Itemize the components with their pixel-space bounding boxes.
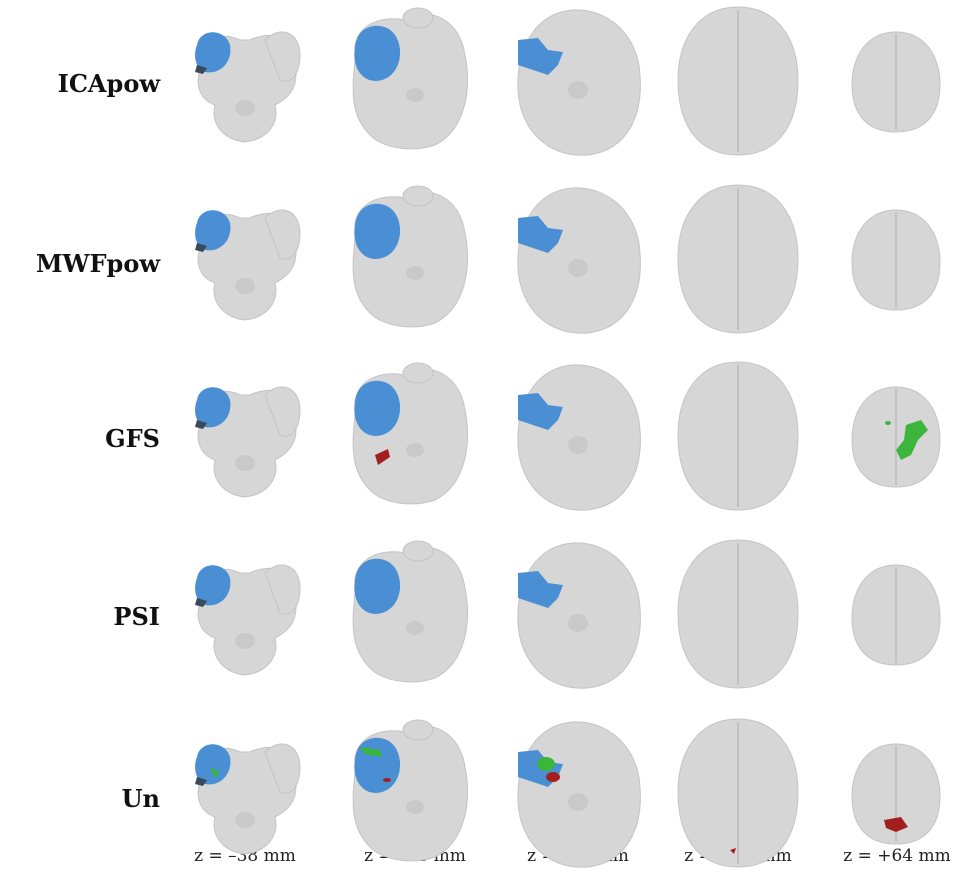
blue-region [354,380,401,436]
frontal-pole [402,719,434,741]
slice-row2-col5 [851,209,941,311]
slice-row2-col1 [195,209,301,321]
midbrain [568,259,588,277]
blue-region [195,210,231,251]
slice-row4-col4 [677,539,799,689]
col-label-z-minus-38: z = –38 mm [194,846,296,866]
red-region [383,778,391,782]
blue-region [518,571,563,608]
frontal-pole [402,185,434,207]
brain-lobe [264,564,301,615]
dark-region [195,65,207,74]
slice-row3-col4 [677,361,799,511]
brainstem [235,812,255,828]
dark-region [195,777,207,786]
blue-region [354,737,401,793]
green-region [885,421,891,425]
row-label-mwfpow: MWFpow [35,249,160,278]
slice-row5-col4 [677,718,799,868]
red-region [546,772,560,782]
green-region [896,420,928,460]
red-region [730,848,736,854]
slice-row3-col3 [517,364,641,511]
midbrain [568,436,588,454]
midbrain [568,81,588,99]
slice-row2-col2 [352,185,468,328]
brainstem [406,800,424,814]
row-label-psi: PSI [113,602,160,631]
slice-row4-col5 [851,564,941,666]
slice-row4-col3 [517,542,641,689]
green-region [210,767,220,778]
slice-row2-col4 [677,184,799,334]
frontal-pole [402,362,434,384]
slice-row1-col3 [517,9,641,156]
slice-row5-col2 [352,719,468,862]
blue-region [518,38,563,75]
row-label-gfs: GFS [105,424,160,453]
brain-lobe [264,386,301,437]
slice-row4-col2 [352,540,468,683]
blue-region [195,387,231,428]
slice-row1-col2 [352,7,468,150]
brain-lobe [264,209,301,260]
slice-row4-col1 [195,564,301,676]
slice-row3-col1 [195,386,301,498]
frontal-pole [402,540,434,562]
blue-region [195,744,231,785]
brainstem [235,455,255,471]
dark-region [195,420,207,429]
slice-row3-col2 [352,362,468,505]
red-region [375,449,390,465]
dark-region [195,598,207,607]
brainstem [235,278,255,294]
green-region [360,747,382,757]
slice-row2-col3 [517,187,641,334]
brainstem [235,633,255,649]
slice-row5-col5 [851,743,941,845]
slice-row5-col3 [517,721,641,868]
row-label-un: Un [121,784,160,813]
row-label-icapow: ICApow [57,69,160,98]
slice-row5-col1 [195,743,301,855]
green-region [537,757,555,771]
blue-region [518,393,563,430]
midbrain [568,793,588,811]
blue-region [354,203,401,259]
brainstem [406,266,424,280]
frontal-pole [402,7,434,29]
blue-region [195,32,231,73]
brain-lobe [264,31,301,82]
brainstem [406,621,424,635]
blue-region [354,25,401,81]
brainstem [406,443,424,457]
slice-row1-col4 [677,6,799,156]
brain-lobe [264,743,301,794]
slice-row1-col1 [195,31,301,143]
blue-region [354,558,401,614]
midbrain [568,614,588,632]
dark-region [195,243,207,252]
slice-row1-col5 [851,31,941,133]
blue-region [195,565,231,606]
brainstem [406,88,424,102]
blue-region [518,216,563,253]
col-label-z-plus-64: z = +64 mm [843,846,951,866]
slice-row3-col5 [851,386,941,488]
brainstem [235,100,255,116]
red-region [884,817,908,832]
